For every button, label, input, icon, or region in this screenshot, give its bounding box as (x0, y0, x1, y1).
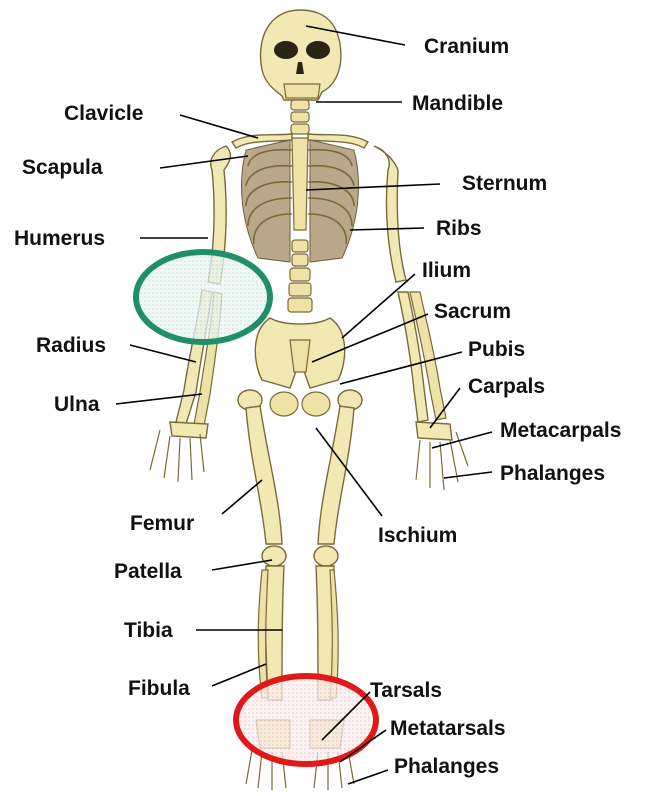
label-sternum: Sternum (462, 172, 547, 195)
pelvis (255, 318, 344, 416)
label-ilium: Ilium (422, 259, 471, 282)
label-sacrum: Sacrum (434, 300, 511, 323)
label-tibia: Tibia (124, 619, 173, 642)
label-carpals: Carpals (468, 375, 545, 398)
label-mandible: Mandible (412, 92, 503, 115)
skeleton-figure (150, 10, 468, 790)
label-phalanges-hand: Phalanges (500, 462, 605, 485)
elbow-highlight (136, 252, 270, 342)
label-patella: Patella (114, 560, 182, 583)
label-ulna: Ulna (54, 393, 100, 416)
label-clavicle: Clavicle (64, 102, 143, 125)
label-tarsals: Tarsals (370, 679, 442, 702)
label-ribs: Ribs (436, 217, 482, 240)
label-metatarsals: Metatarsals (390, 717, 506, 740)
skull (261, 10, 341, 100)
label-radius: Radius (36, 334, 106, 357)
label-pubis: Pubis (468, 338, 525, 361)
label-cranium: Cranium (424, 35, 509, 58)
label-humerus: Humerus (14, 227, 105, 250)
label-femur: Femur (130, 512, 194, 535)
label-fibula: Fibula (128, 677, 190, 700)
label-ischium: Ischium (378, 524, 457, 547)
label-metacarpals: Metacarpals (500, 419, 621, 442)
label-scapula: Scapula (22, 156, 103, 179)
label-phalanges-foot: Phalanges (394, 755, 499, 778)
